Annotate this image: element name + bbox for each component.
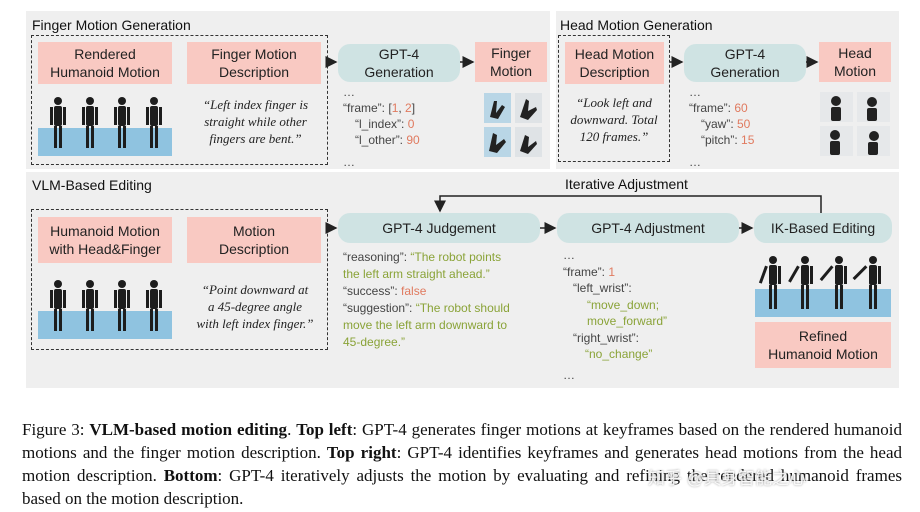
rendered-humanoid-label: Rendered Humanoid Motion (38, 42, 172, 84)
robot-figures (50, 97, 162, 148)
finger-motion-label: Finger Motion (475, 42, 547, 82)
head-input-box (558, 35, 670, 162)
arrow-iterative-loop (434, 195, 822, 213)
adjustment-code: … “frame”: 1 “left_wrist”: “move_down; m… (563, 248, 668, 382)
refined-humanoid-label: Refined Humanoid Motion (755, 322, 891, 368)
gpt4-generation-finger: GPT-4 Generation (338, 44, 460, 82)
head-code: … “frame”: 60 “yaw”: 50 “pitch”: 15 … (689, 85, 755, 169)
panel-vlm-editing (26, 172, 899, 388)
section-title-vlm: VLM-Based Editing (32, 177, 152, 193)
head-description-quote: “Look left and downward. Total 120 frame… (570, 95, 658, 144)
motion-description-quote: “Point downward at a 45-degree angle wit… (196, 282, 314, 331)
motion-description-label: Motion Description (187, 217, 321, 263)
humanoid-head-finger-label: Humanoid Motion with Head&Finger (38, 217, 172, 263)
head-motion-label: Head Motion (819, 42, 891, 82)
finger-input-box (31, 35, 328, 165)
humanoid-head-finger-image (38, 275, 172, 339)
gpt4-judgement: GPT-4 Judgement (338, 213, 540, 243)
head-description-label: Head Motion Description (565, 42, 664, 84)
finger-code: … “frame”: [1, 2] “l_index”: 0 “l_other”… (343, 85, 420, 169)
judgement-code: “reasoning”: “The robot points the left … (343, 250, 510, 349)
ik-based-editing: IK-Based Editing (754, 213, 892, 243)
section-title-head: Head Motion Generation (560, 17, 713, 33)
finger-motion-images (484, 93, 542, 157)
rendered-humanoid-image (38, 92, 172, 156)
editing-input-box (31, 209, 328, 350)
watermark: 知乎 @具身智能之心 (648, 469, 806, 488)
gpt4-adjustment: GPT-4 Adjustment (557, 213, 739, 243)
section-title-finger: Finger Motion Generation (32, 17, 191, 33)
finger-description-label: Finger Motion Description (187, 42, 321, 84)
iterative-adjustment-label: Iterative Adjustment (565, 176, 688, 192)
gpt4-generation-head: GPT-4 Generation (684, 44, 806, 82)
finger-description-quote: “Left index finger is straight while oth… (202, 97, 309, 146)
ik-edited-image (755, 251, 891, 317)
figure-caption: Figure 3: VLM-based motion editing. Top … (22, 420, 902, 508)
head-motion-images (820, 92, 890, 156)
flow-arrows (325, 56, 822, 234)
